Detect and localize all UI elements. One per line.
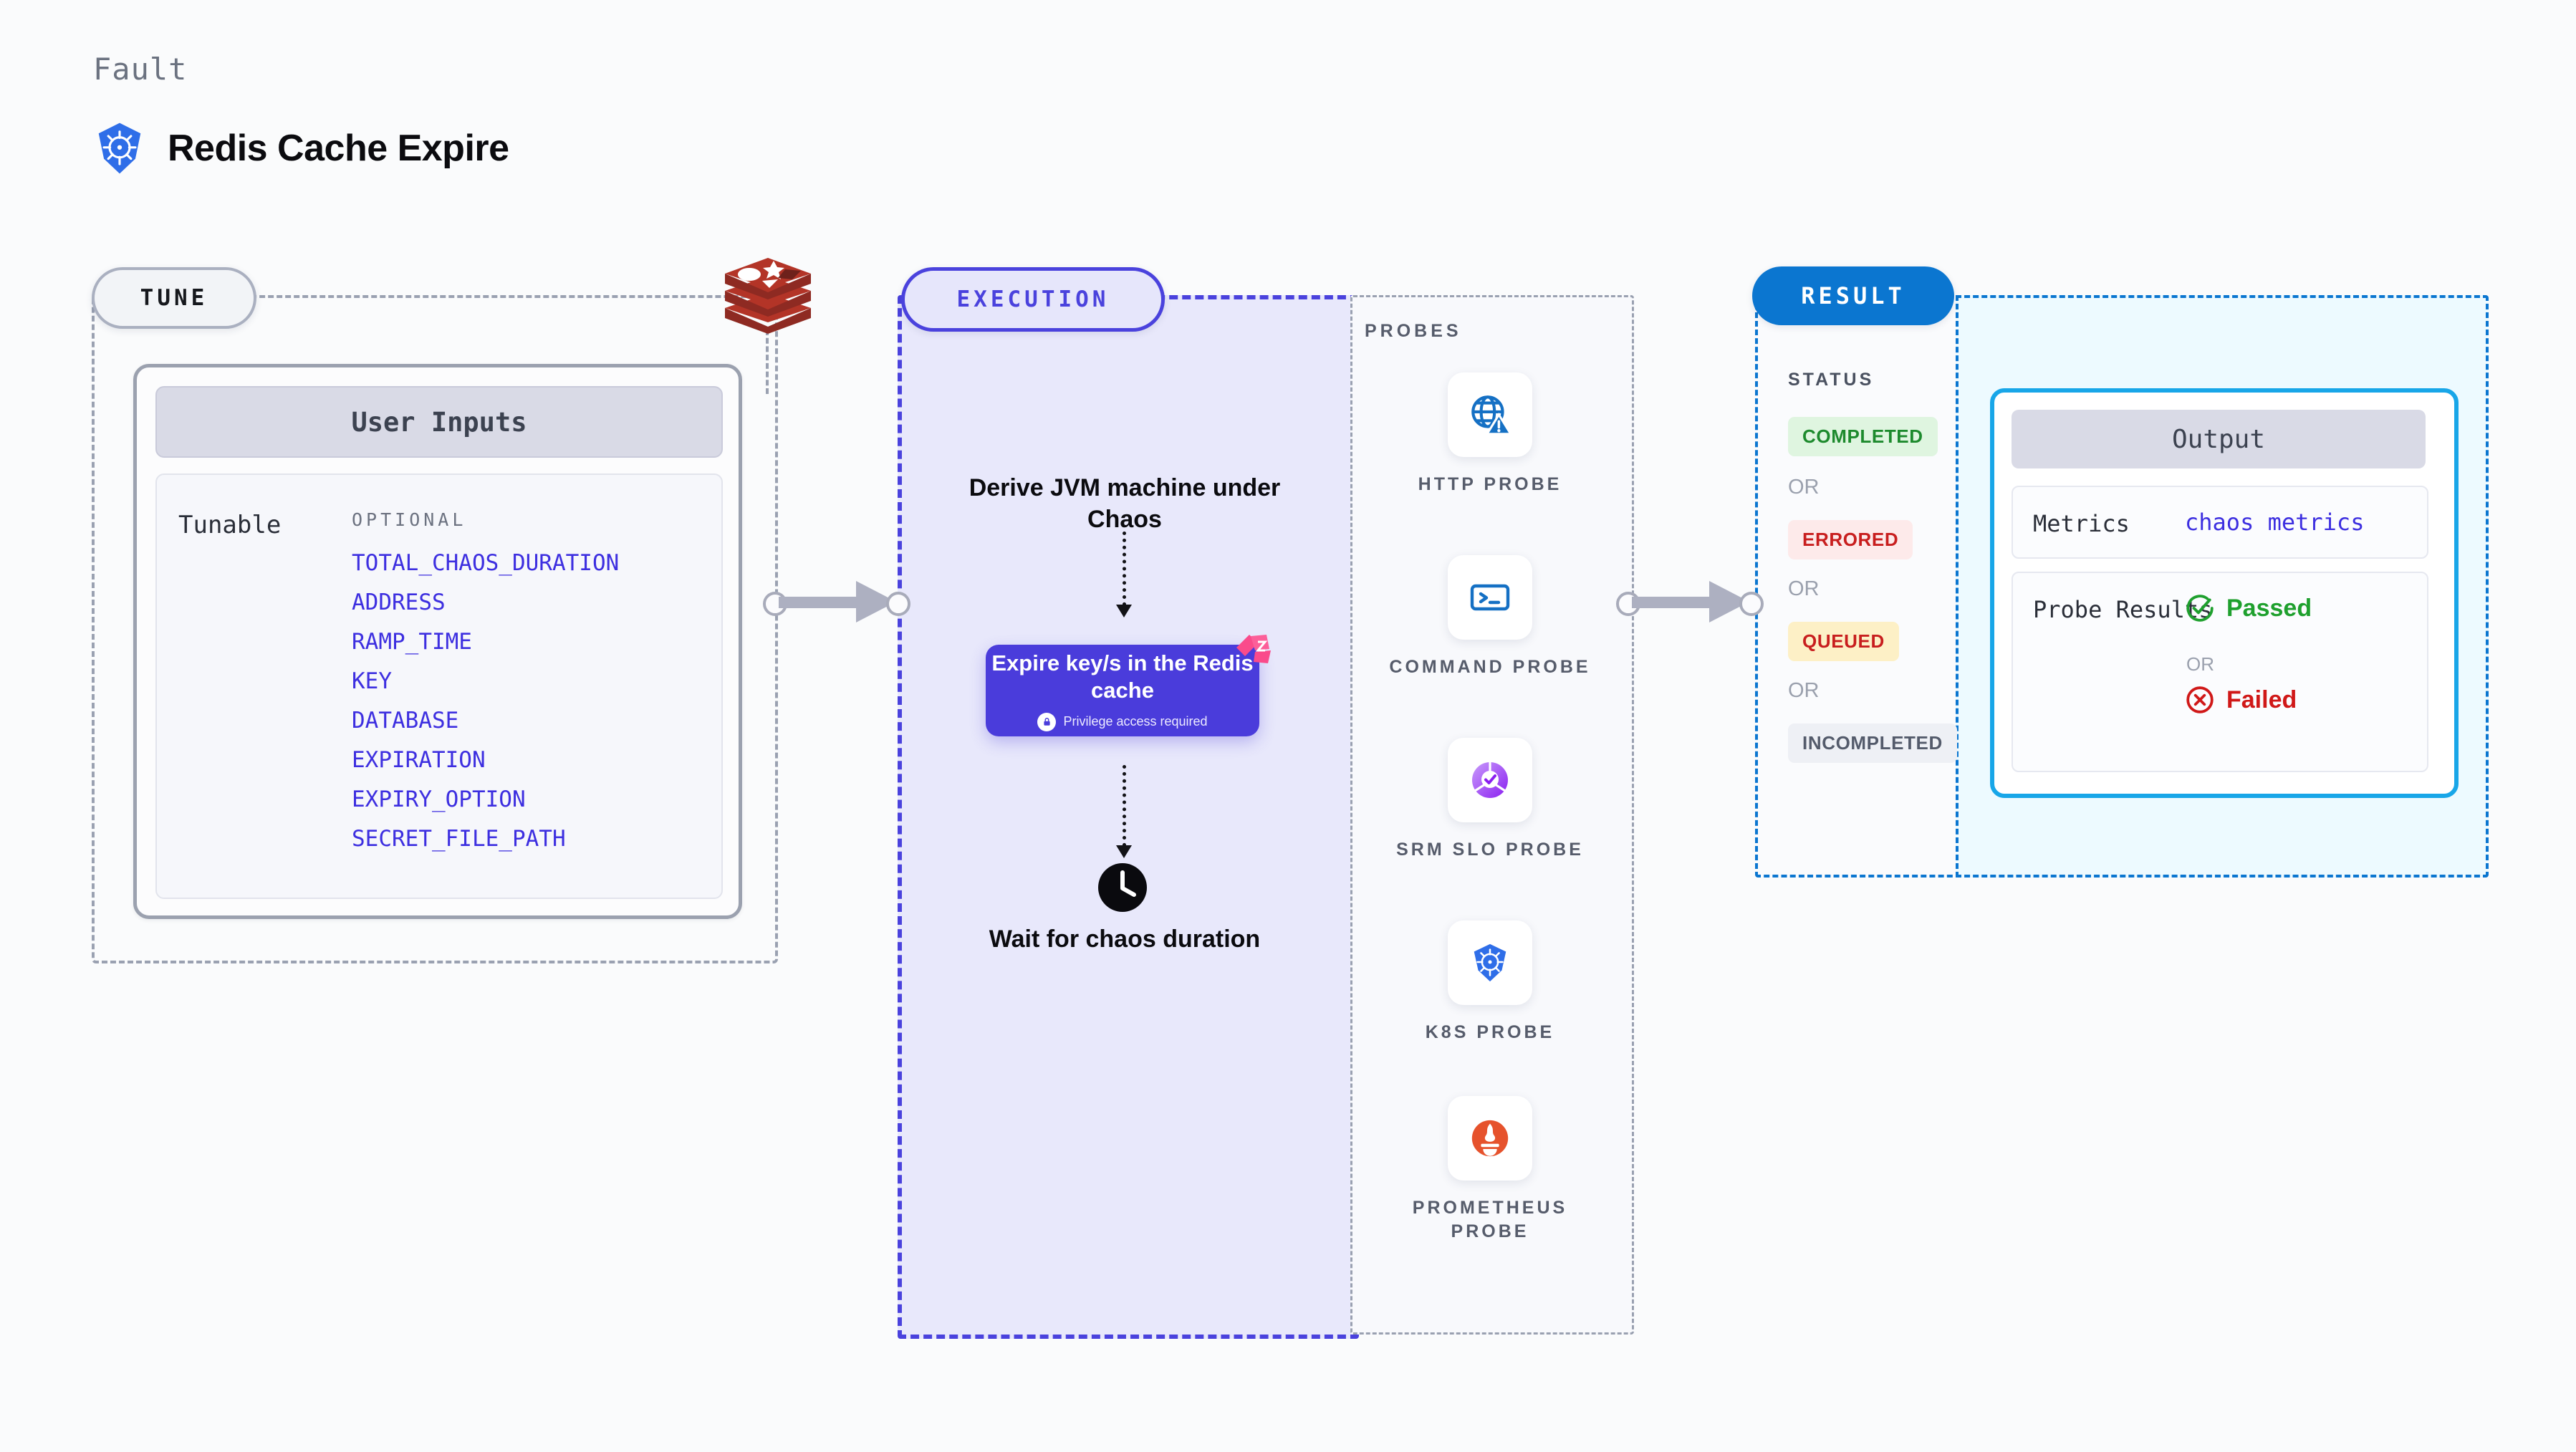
check-circle-icon [2186,595,2214,622]
status-or-3: OR [1788,679,1820,702]
probes-label: PROBES [1365,321,1462,341]
globe-warning-icon [1471,395,1513,436]
output-metrics-key: Metrics [2033,510,2130,537]
status-badge-queued: QUEUED [1788,622,1899,661]
page-eyebrow: Fault [93,52,188,87]
probe-result-failed-label: Failed [2226,686,2297,713]
redis-connector-stem [766,330,769,394]
connector-bar [779,597,866,608]
tune-pill[interactable]: TUNE [92,267,256,329]
probe-http-label: HTTP PROBE [1418,474,1562,494]
page-title-row: Redis Cache Expire [92,120,509,176]
flow-arrow-2 [1116,765,1132,858]
execution-action-title: Expire key/s in the Redis cache [991,650,1254,703]
connector-end-dot [886,592,910,616]
probe-result-or: OR [2186,653,2214,675]
connector-start-dot [1616,592,1640,616]
probe-result-failed: Failed [2185,685,2297,715]
probe-command[interactable]: COMMAND PROBE [1383,555,1597,679]
execution-pill[interactable]: EXECUTION [901,267,1165,332]
tunable-param-list: TOTAL_CHAOS_DURATION ADDRESS RAMP_TIME K… [352,552,619,867]
param-expiration[interactable]: EXPIRATION [352,747,486,773]
redis-logo-icon [725,258,811,334]
page-title: Redis Cache Expire [168,128,509,169]
probe-srm-slo-label: SRM SLO PROBE [1396,840,1584,860]
execution-action-note-row: Privilege access required [1037,712,1208,731]
tune-region [92,295,778,963]
harness-flag-icon [1236,635,1271,663]
flow-arrow-1 [1116,532,1132,617]
probe-result-passed: Passed [2185,593,2312,623]
result-pill[interactable]: RESULT [1752,266,1954,325]
execution-panel [898,295,1359,1339]
connector-tune-to-execution [763,577,910,627]
status-badge-completed: COMPLETED [1788,417,1938,456]
user-inputs-card: User Inputs Tunable OPTIONAL TOTAL_CHAOS… [133,364,742,919]
param-database[interactable]: DATABASE [352,708,459,734]
status-or-2: OR [1788,577,1820,600]
param-key[interactable]: KEY [352,668,392,694]
connector-execution-to-result [1616,577,1764,627]
execution-action-note: Privilege access required [1063,714,1208,729]
user-inputs-body: Tunable OPTIONAL TOTAL_CHAOS_DURATION AD… [155,473,723,899]
execution-step-derive: Derive JVM machine under Chaos [969,474,1281,533]
kubernetes-icon [1474,943,1506,982]
lock-icon [1037,712,1057,731]
result-status-panel [1755,295,1961,878]
param-total-chaos-duration[interactable]: TOTAL_CHAOS_DURATION [352,550,620,576]
terminal-icon [1470,584,1510,611]
param-address[interactable]: ADDRESS [352,590,446,615]
kubernetes-icon [98,122,141,174]
probe-k8s[interactable]: K8S PROBE [1383,920,1597,1044]
user-inputs-title: User Inputs [155,386,723,458]
optional-label: OPTIONAL [352,509,467,530]
param-secret-file-path[interactable]: SECRET_FILE_PATH [352,826,566,852]
prometheus-icon [1471,1120,1509,1157]
status-badge-incompleted: INCOMPLETED [1788,723,1957,763]
tunable-label: Tunable [178,511,282,539]
param-expiry-option[interactable]: EXPIRY_OPTION [352,787,526,812]
probe-result-passed-label: Passed [2226,594,2312,622]
execution-step-wait: Wait for chaos duration [989,925,1261,953]
output-title: Output [2012,410,2426,468]
probe-command-label: COMMAND PROBE [1389,657,1591,677]
output-card: Output Metrics chaos metrics Probe Resul… [1990,388,2459,798]
connector-bar [1632,597,1719,608]
x-circle-icon [2186,686,2214,713]
output-probe-key: Probe Results [2033,596,2213,623]
probe-k8s-label: K8S PROBE [1425,1022,1555,1042]
probe-srm-slo[interactable]: SRM SLO PROBE [1383,738,1597,862]
srm-slo-check-icon [1472,762,1508,798]
output-metrics-row: Metrics chaos metrics [2012,486,2428,559]
output-metrics-value[interactable]: chaos metrics [2185,509,2365,536]
status-or-1: OR [1788,476,1820,499]
execution-action-card[interactable]: Expire key/s in the Redis cache Privileg… [986,635,1271,736]
probe-prometheus-label: PROMETHEUS PROBE [1412,1198,1568,1241]
status-badge-errored: ERRORED [1788,520,1913,559]
status-label: STATUS [1788,370,1875,390]
param-ramp-time[interactable]: RAMP_TIME [352,629,472,655]
output-probe-results-row: Probe Results Passed OR Failed [2012,572,2428,772]
probe-prometheus[interactable]: PROMETHEUS PROBE [1383,1096,1597,1244]
connector-end-dot [1739,592,1764,616]
probe-http[interactable]: HTTP PROBE [1383,372,1597,496]
clock-icon [1098,863,1147,912]
